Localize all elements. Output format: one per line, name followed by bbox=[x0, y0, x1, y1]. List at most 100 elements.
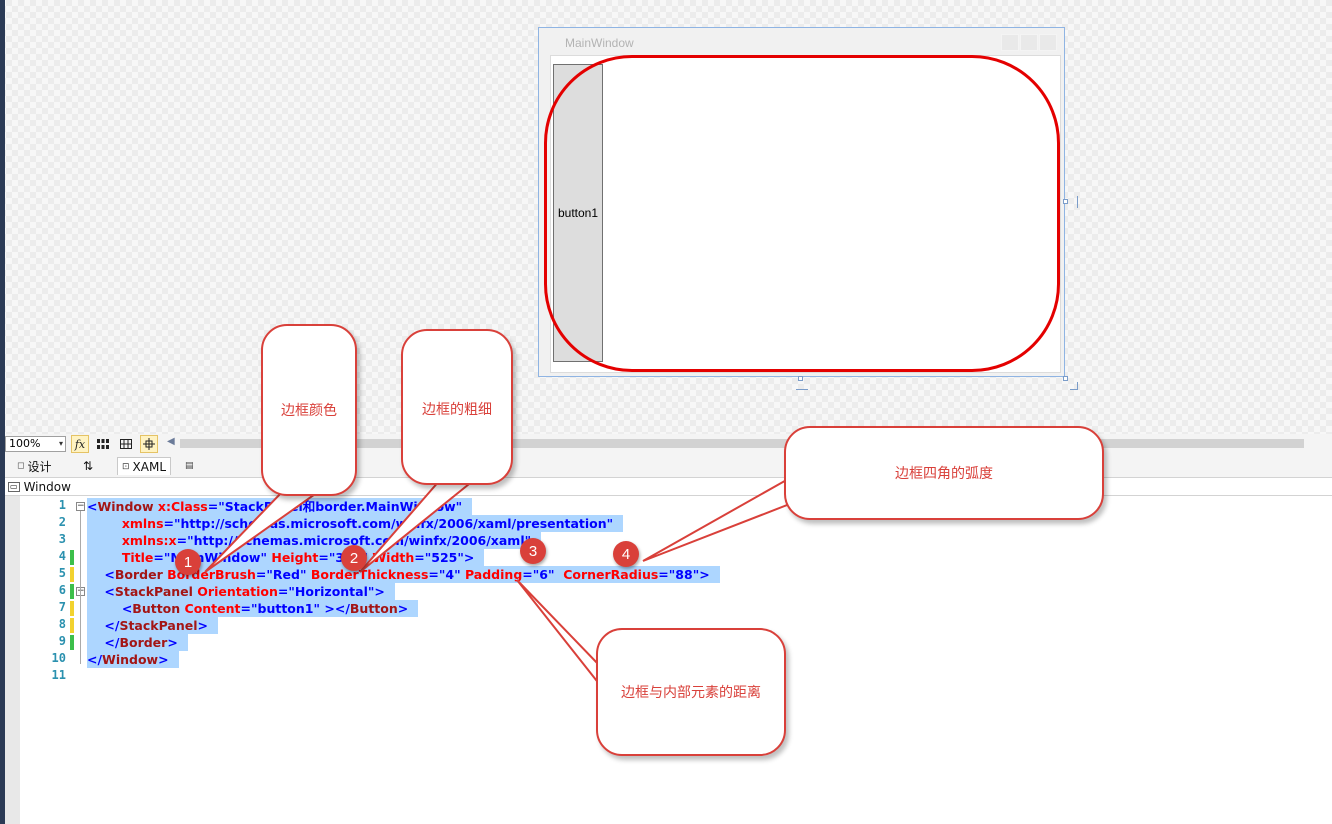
margin-tick-corner-h bbox=[1070, 389, 1078, 390]
designer-toolbar: 100% ▾ fx ◀ bbox=[5, 434, 1332, 455]
design-icon: ◻ bbox=[17, 461, 25, 471]
line-number: 7 bbox=[58, 600, 66, 614]
callout-border-thickness-text: 边框的粗细 bbox=[422, 402, 492, 418]
code-token: x:Class bbox=[153, 499, 208, 514]
line-number: 2 bbox=[58, 515, 66, 529]
formula-toggle-button[interactable]: fx bbox=[71, 435, 89, 453]
code-line[interactable]: xmlns="http://schemas.microsoft.com/winf… bbox=[87, 515, 624, 532]
code-line[interactable]: <Window x:Class="StackPanel和border.MainW… bbox=[87, 498, 473, 515]
margin-tick-bottom bbox=[796, 389, 808, 390]
code-token: Button bbox=[132, 601, 181, 616]
snap-gridlines-button[interactable] bbox=[117, 435, 135, 453]
badge-2: 2 bbox=[341, 545, 367, 571]
resize-handle-corner[interactable] bbox=[1063, 376, 1068, 381]
split-view-button[interactable]: ▤ bbox=[181, 457, 198, 475]
code-token: = bbox=[277, 584, 289, 599]
code-token: = bbox=[658, 567, 669, 582]
code-token: = bbox=[255, 567, 267, 582]
badge-4: 4 bbox=[613, 541, 639, 567]
collapse-toggle[interactable]: − bbox=[76, 501, 85, 511]
code-token: "Red" bbox=[266, 567, 307, 582]
code-token: Border bbox=[119, 635, 168, 650]
line-number: 11 bbox=[51, 668, 66, 682]
editor-gutter bbox=[5, 496, 20, 824]
margin-tick-corner-v bbox=[1077, 382, 1078, 390]
change-marker bbox=[70, 618, 74, 633]
margin-tick-right bbox=[1077, 196, 1078, 208]
code-token: "http://schemas.microsoft.com/winfx/2006… bbox=[174, 516, 614, 531]
line-number: 10 bbox=[51, 651, 66, 665]
code-token: Content bbox=[180, 601, 241, 616]
left-edge-bar bbox=[0, 0, 5, 824]
change-marker bbox=[70, 601, 74, 616]
line-number: 6 bbox=[58, 583, 66, 597]
scroll-left-icon[interactable]: ◀ bbox=[167, 436, 175, 447]
code-token: xmlns bbox=[87, 516, 164, 531]
minimize-icon bbox=[1001, 34, 1019, 51]
code-line[interactable]: </StackPanel> bbox=[87, 617, 218, 634]
code-line[interactable]: <StackPanel Orientation="Horizontal"> bbox=[87, 583, 395, 600]
window-client-area[interactable] bbox=[550, 55, 1061, 373]
code-token: ></ bbox=[320, 601, 350, 616]
close-icon bbox=[1039, 34, 1057, 51]
code-line[interactable]: </Window> bbox=[87, 651, 179, 668]
change-marker bbox=[70, 635, 74, 650]
breadcrumb-window-label: Window bbox=[23, 480, 71, 494]
code-token: < bbox=[87, 499, 98, 514]
code-token: Title bbox=[87, 550, 154, 565]
code-token: </ bbox=[87, 652, 103, 667]
snapline-icon bbox=[143, 438, 155, 450]
code-token: "525" bbox=[424, 550, 464, 565]
swap-panes-button[interactable]: ⇅ bbox=[79, 457, 97, 475]
tab-xaml[interactable]: ⊡ XAML bbox=[117, 457, 172, 475]
view-tabs: ◻ 设计 ⇅ ⊡ XAML ▤ bbox=[5, 455, 1332, 477]
line-number: 4 bbox=[58, 549, 66, 563]
callout-border-thickness: 边框的粗细 bbox=[401, 329, 513, 485]
code-token: = bbox=[240, 601, 251, 616]
code-token: = bbox=[522, 567, 533, 582]
snap-snaplines-button[interactable] bbox=[140, 435, 158, 453]
snap-grid-icon bbox=[120, 439, 132, 449]
code-token: = bbox=[176, 533, 188, 548]
callout-corner-radius: 边框四角的弧度 bbox=[784, 426, 1104, 520]
code-token: "4" bbox=[438, 567, 461, 582]
window-element-icon: ▭ bbox=[8, 482, 20, 492]
code-line[interactable]: Title="MainWindow" Height="350" Width="5… bbox=[87, 549, 485, 566]
horizontal-scrollbar[interactable] bbox=[180, 439, 1304, 448]
code-line[interactable]: <Button Content="button1" ></Button> bbox=[87, 600, 419, 617]
code-token: > bbox=[397, 601, 409, 616]
code-line[interactable]: xmlns:x="http://schemas.microsoft.com/wi… bbox=[87, 532, 542, 549]
grid-icon bbox=[97, 439, 109, 449]
zoom-select[interactable]: 100% ▾ bbox=[5, 436, 66, 452]
callout-padding: 边框与内部元素的距离 bbox=[596, 628, 786, 756]
tab-design[interactable]: ◻ 设计 bbox=[13, 457, 56, 475]
code-token: < bbox=[87, 601, 133, 616]
split-view-icon: ▤ bbox=[185, 461, 194, 471]
code-token: "Horizontal" bbox=[288, 584, 375, 599]
callout-border-color: 边框颜色 bbox=[261, 324, 357, 496]
resize-handle-bottom[interactable] bbox=[798, 376, 803, 381]
code-token: = bbox=[428, 567, 439, 582]
line-number: 1 bbox=[58, 498, 66, 512]
code-token: > bbox=[158, 652, 169, 667]
code-token: Button bbox=[349, 601, 398, 616]
code-line[interactable]: </Border> bbox=[87, 634, 188, 651]
design-window-preview[interactable]: MainWindow bbox=[538, 27, 1065, 377]
code-token: StackPanel bbox=[119, 618, 198, 633]
line-number: 3 bbox=[58, 532, 66, 546]
code-token: Orientation bbox=[192, 584, 278, 599]
code-token: > bbox=[197, 618, 208, 633]
grid-toggle-button[interactable] bbox=[94, 435, 112, 453]
code-token: Height bbox=[267, 550, 319, 565]
breadcrumb-window[interactable]: ▭ Window bbox=[8, 480, 71, 494]
change-marker bbox=[70, 550, 74, 565]
tab-design-label: 设计 bbox=[27, 459, 52, 474]
button1-preview[interactable]: button1 bbox=[553, 64, 603, 362]
code-token: Width bbox=[368, 550, 415, 565]
xaml-icon: ⊡ bbox=[122, 461, 130, 472]
chevron-down-icon: ▾ bbox=[58, 439, 63, 448]
code-token: = bbox=[414, 550, 425, 565]
button1-label: button1 bbox=[557, 206, 599, 220]
code-token: = bbox=[153, 550, 164, 565]
resize-handle-right[interactable] bbox=[1063, 199, 1068, 204]
